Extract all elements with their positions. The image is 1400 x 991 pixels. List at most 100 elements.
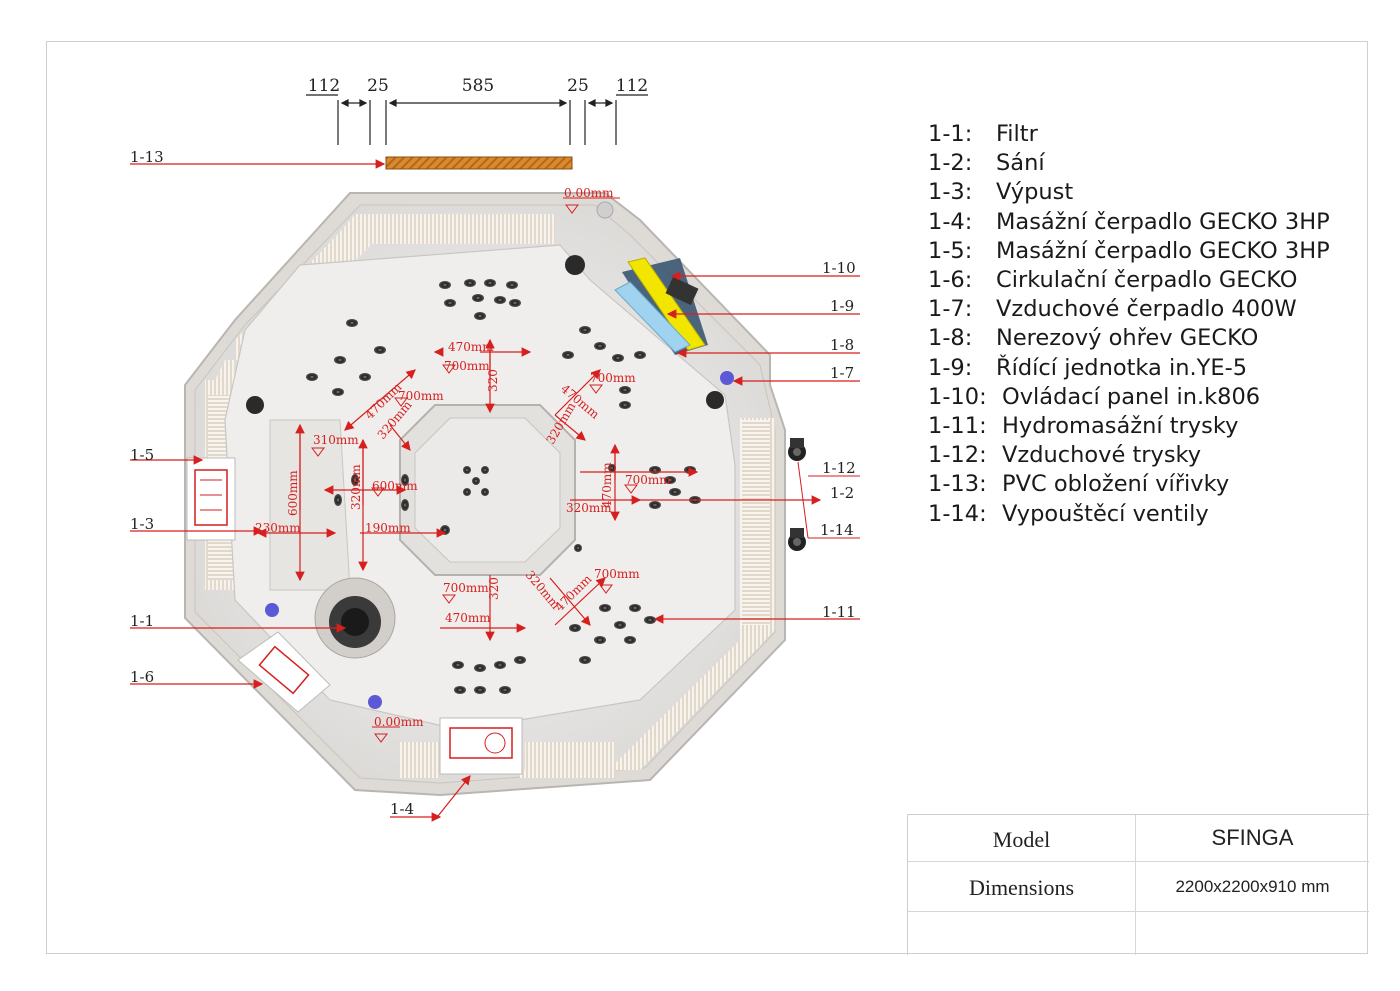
dimensions-label: Dimensions: [968, 875, 1075, 900]
callout-1-5: 1-5: [130, 446, 154, 464]
legend-text: PVC obložení vířivky: [1002, 471, 1230, 498]
legend-item: 1-9: Řídící jednotka in.YE-5: [928, 354, 1330, 383]
legend-text: Masážní čerpadlo GECKO 3HP: [996, 237, 1330, 264]
callout-1-1: 1-1: [130, 612, 154, 630]
legend-text: Filtr: [996, 121, 1038, 147]
measurement-lines: [256, 338, 822, 642]
dim-25-left: 25: [367, 76, 389, 96]
legend-text: Ovládací panel in.k806: [1002, 383, 1261, 410]
callout-1-8: 1-8: [830, 336, 854, 354]
legend-code: 1-6:: [928, 267, 973, 294]
legend-item: 1-5: Masážní čerpadlo GECKO 3HP: [928, 237, 1330, 266]
legend-item: 1-13: PVC obložení vířivky: [928, 470, 1330, 499]
m700-top: 700mm: [444, 359, 490, 373]
model-value: SFINGA: [1211, 825, 1294, 850]
legend-text: Vypouštěcí ventily: [1002, 500, 1209, 527]
m190: 190mm: [365, 521, 411, 535]
legend-code: 1-1:: [928, 121, 973, 147]
legend-text: Cirkulační čerpadlo GECKO: [996, 267, 1298, 294]
m600-vertical: 600mm: [286, 470, 300, 516]
legend-text: Vzduchové čerpadlo 400W: [996, 296, 1297, 323]
legend-code: 1-4:: [928, 208, 973, 235]
legend-text: Hydromasážní trysky: [1002, 413, 1239, 440]
m320-left-vertical: 320mm: [349, 464, 363, 510]
legend-text: Výpust: [996, 179, 1074, 206]
legend-item: 1-3: Výpust: [928, 178, 1330, 207]
m320-right: 320mm: [566, 501, 612, 515]
dim-112-right: 112: [616, 76, 648, 96]
m320-bottom: 320: [487, 577, 501, 600]
dimensions-value: 2200x2200x910 mm: [1175, 877, 1330, 896]
legend-code: 1-7:: [928, 296, 973, 323]
m230: 230mm: [255, 521, 301, 535]
legend-code: 1-12:: [928, 442, 987, 469]
callout-1-10: 1-10: [822, 259, 856, 277]
pvc-cladding-strip: [385, 156, 573, 170]
m700-br: 700mm: [594, 567, 640, 581]
title-block-divider: [1135, 815, 1136, 955]
callout-leaders: [130, 159, 860, 822]
callout-1-14: 1-14: [820, 521, 854, 539]
callout-1-6: 1-6: [130, 668, 154, 686]
legend-code: 1-9:: [928, 354, 973, 381]
legend-item: 1-7: Vzduchové čerpadlo 400W: [928, 295, 1330, 324]
legend-code: 1-10:: [928, 383, 987, 410]
dim-112-left: 112: [308, 76, 340, 96]
m700-bottom: 700mm: [443, 581, 489, 595]
callout-1-13: 1-13: [130, 148, 164, 166]
legend-code: 1-3:: [928, 179, 973, 206]
callout-1-4: 1-4: [390, 800, 414, 818]
title-row-dimensions: Dimensions 2200x2200x910 mm: [908, 861, 1369, 912]
callout-1-7: 1-7: [830, 364, 854, 382]
dim-585: 585: [462, 76, 494, 96]
legend-text: Sání: [996, 150, 1045, 177]
legend-code: 1-13:: [928, 471, 987, 498]
callout-1-9: 1-9: [830, 297, 854, 315]
dim-25-right: 25: [567, 76, 589, 96]
callout-1-11: 1-11: [822, 603, 856, 621]
hydro-jets: [306, 279, 701, 694]
legend-code: 1-11:: [928, 413, 987, 440]
legend-code: 1-5:: [928, 237, 973, 264]
valve-leaders: [797, 461, 860, 539]
legend-item: 1-11: Hydromasážní trysky: [928, 412, 1330, 441]
model-label: Model: [992, 827, 1051, 852]
legend-item: 1-14: Vypouštěcí ventily: [928, 500, 1330, 529]
level-markers: [311, 197, 638, 743]
legend-item: 1-8: Nerezový ohřev GECKO: [928, 324, 1330, 353]
callout-1-12: 1-12: [822, 459, 856, 477]
m320-top: 320: [486, 369, 500, 392]
level-top: 0.00mm: [564, 186, 614, 200]
legend-code: 1-2:: [928, 150, 973, 177]
legend-text: Řídící jednotka in.YE-5: [996, 354, 1248, 381]
legend-text: Masážní čerpadlo GECKO 3HP: [996, 208, 1330, 235]
top-dimension-line: [306, 94, 648, 145]
drawing-frame: [46, 41, 1368, 954]
level-bottom: 0.00mm: [374, 715, 424, 729]
legend-item: 1-10: Ovládací panel in.k806: [928, 383, 1330, 412]
m470-top: 470mm: [448, 340, 494, 354]
equipment: [186, 257, 806, 775]
legend-code: 1-8:: [928, 325, 973, 352]
legend-item: 1-1: Filtr: [928, 120, 1330, 149]
m310: 310mm: [313, 433, 359, 447]
m600-horizontal: 600mm: [372, 479, 418, 493]
callout-1-2: 1-2: [830, 484, 854, 502]
m470-bottom: 470mm: [445, 611, 491, 625]
m700-right: 700mm: [625, 473, 671, 487]
legend-item: 1-12: Vzduchové trysky: [928, 441, 1330, 470]
legend-item: 1-2: Sání: [928, 149, 1330, 178]
title-row-model: Model SFINGA: [908, 815, 1369, 862]
callout-1-3: 1-3: [130, 515, 154, 533]
component-legend: 1-1: Filtr 1-2: Sání 1-3: Výpust 1-4: Masážní č…: [928, 120, 1330, 529]
title-block: Model SFINGA Dimensions 2200x2200x910 mm: [907, 814, 1369, 955]
legend-text: Nerezový ohřev GECKO: [996, 325, 1259, 352]
legend-code: 1-14:: [928, 500, 987, 527]
legend-text: Vzduchové trysky: [1002, 442, 1202, 469]
m700-tr: 700mm: [590, 371, 636, 385]
legend-item: 1-6: Cirkulační čerpadlo GECKO: [928, 266, 1330, 295]
legend-item: 1-4: Masážní čerpadlo GECKO 3HP: [928, 208, 1330, 237]
m700-tl: 700mm: [398, 389, 444, 403]
m470-right-vertical: 470mm: [600, 462, 614, 508]
